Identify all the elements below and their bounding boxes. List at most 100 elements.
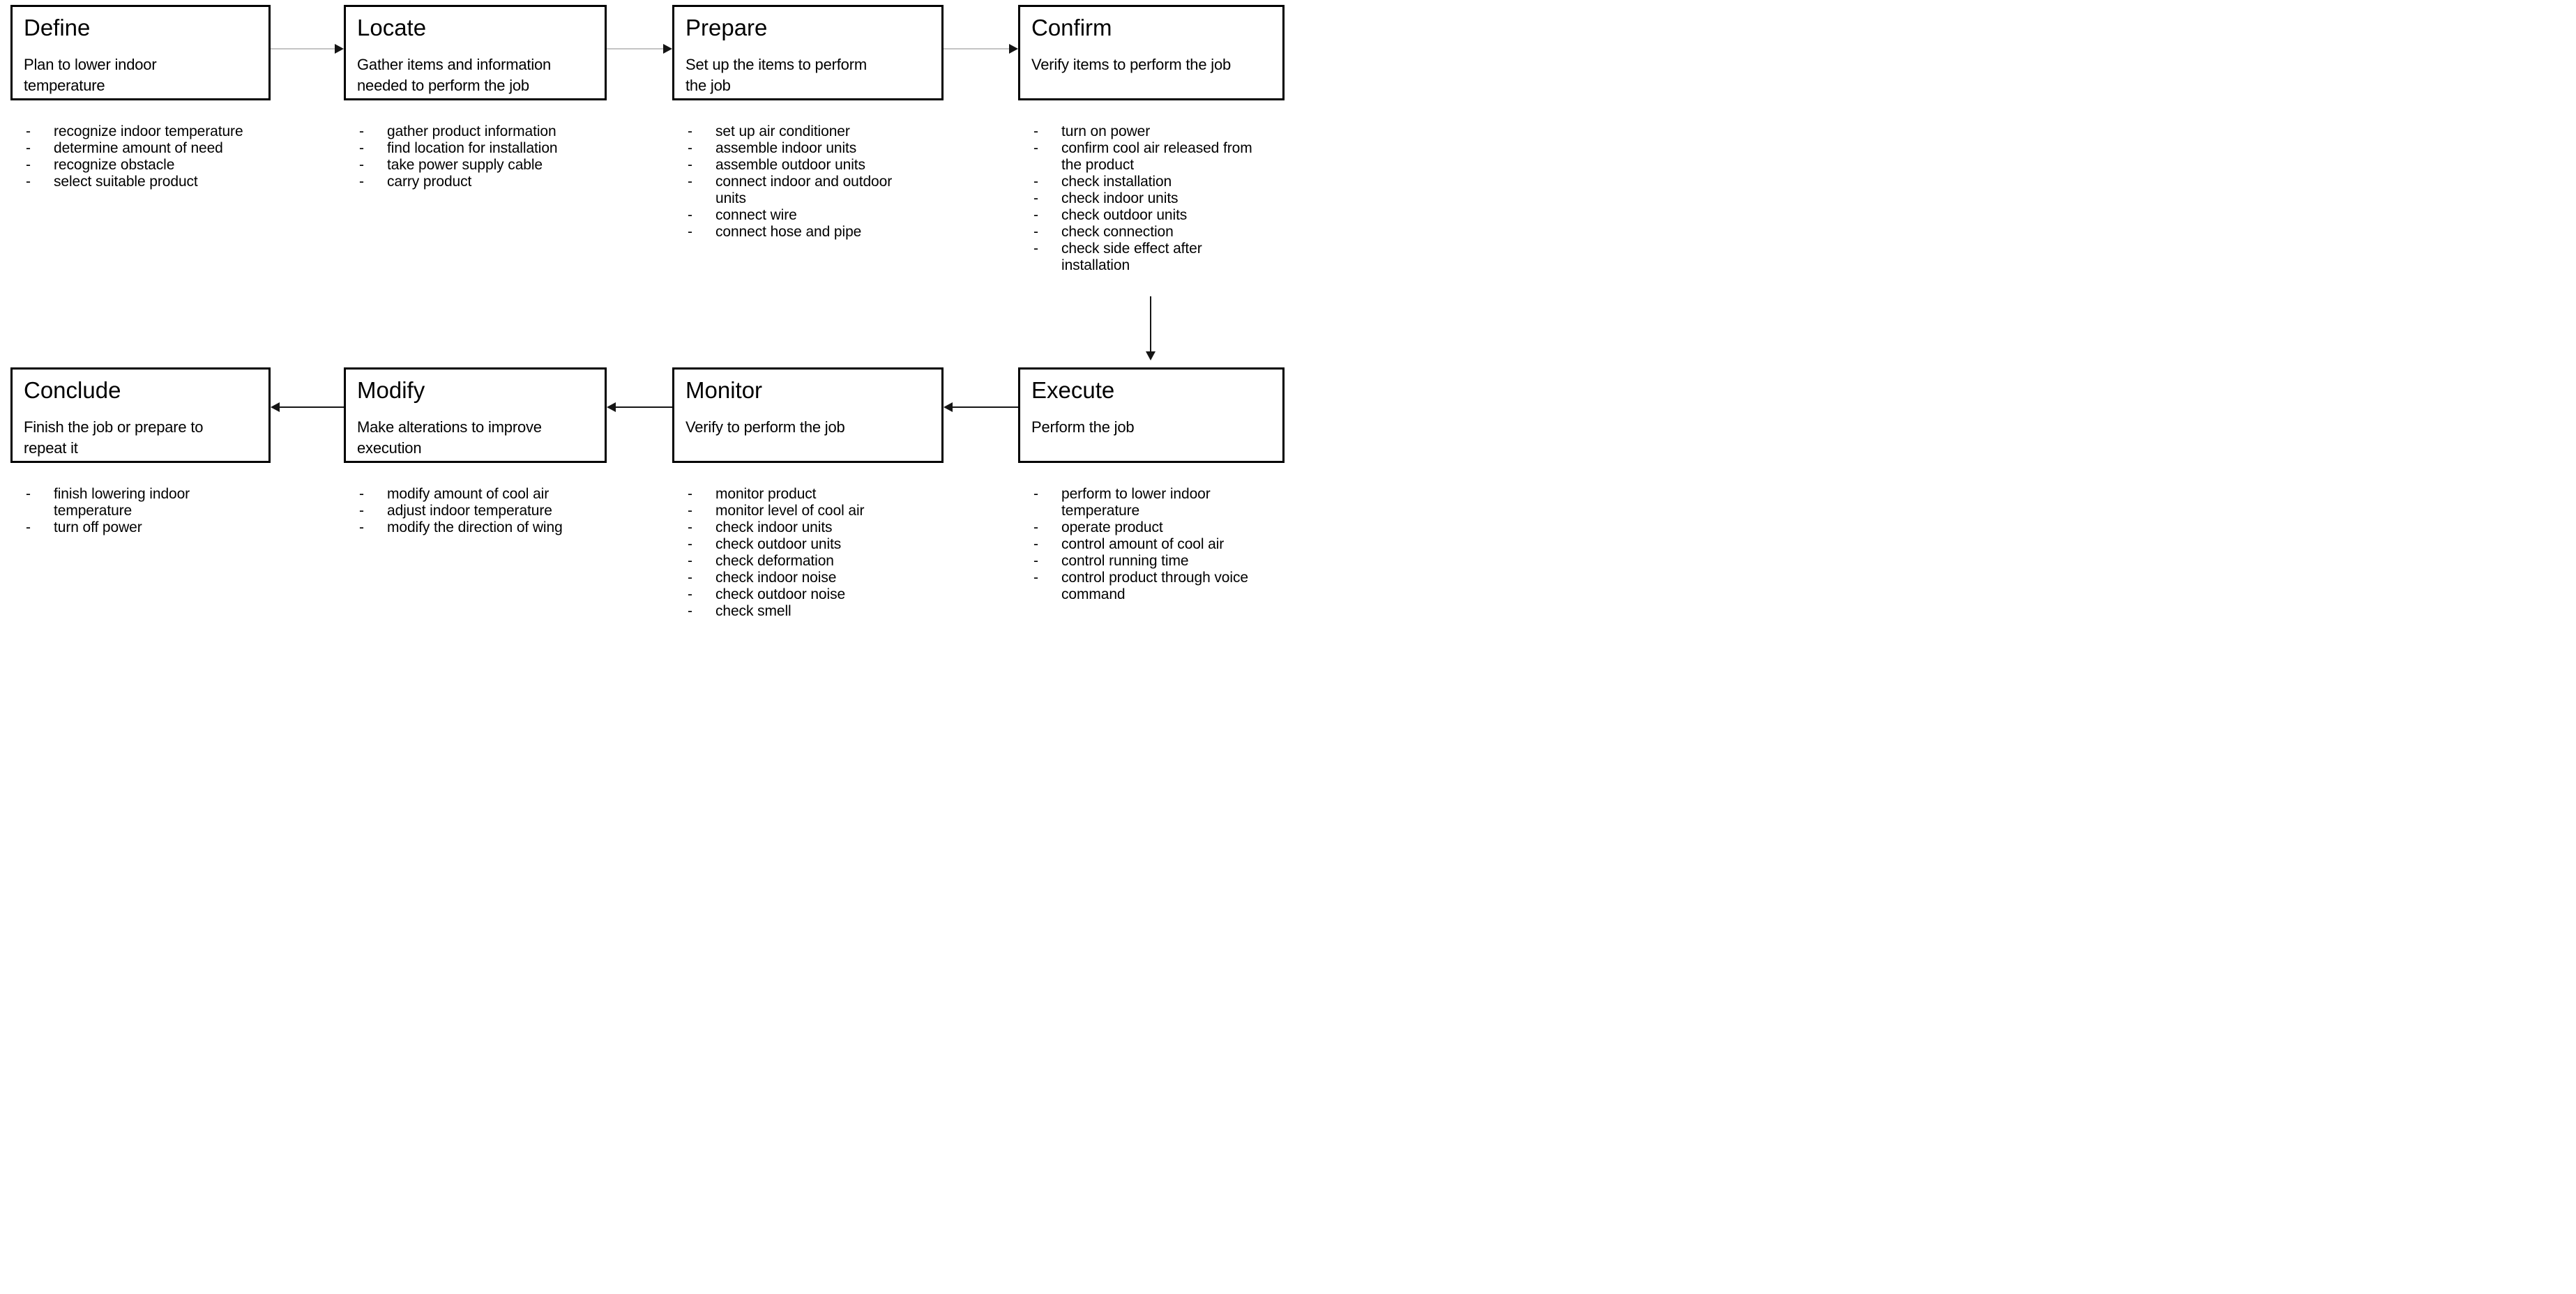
stage-description: Make alterations to improve execution xyxy=(357,418,542,457)
bullet-dash: - xyxy=(26,140,31,156)
bullet-dash: - xyxy=(688,586,692,602)
bullet-dash: - xyxy=(26,519,31,535)
task-item: -modify the direction of wing xyxy=(356,519,607,536)
stage-box-prepare: Prepare Set up the items to perform the … xyxy=(672,5,944,100)
stage-title: Define xyxy=(24,15,91,40)
task-text: recognize obstacle xyxy=(54,157,175,173)
arrowhead-left-icon xyxy=(607,402,616,412)
task-text: check smell xyxy=(715,603,791,619)
arrowhead-right-icon xyxy=(663,44,672,54)
arrow-line xyxy=(271,48,338,50)
stage-box-execute: Execute Perform the job xyxy=(1018,367,1285,463)
arrow-define-to-locate xyxy=(271,44,344,54)
task-item: -turn off power xyxy=(23,519,271,536)
stage-box-modify: Modify Make alterations to improve execu… xyxy=(344,367,607,463)
task-item: -adjust indoor temperature xyxy=(356,503,607,519)
task-text: recognize indoor temperature xyxy=(54,123,243,139)
task-text: check outdoor units xyxy=(1061,207,1188,223)
arrow-locate-to-prepare xyxy=(607,44,672,54)
task-item: -set up air conditioner xyxy=(685,123,944,140)
task-item: - monitor level of cool air xyxy=(685,503,944,519)
task-text: modify amount of cool air xyxy=(387,486,550,502)
stage-box-locate: Locate Gather items and information need… xyxy=(344,5,607,100)
task-text: connect indoor and outdoor units xyxy=(715,174,893,206)
task-item: -monitor product xyxy=(685,486,944,503)
task-item: -check smell xyxy=(685,603,944,620)
bullet-dash: - xyxy=(1033,536,1038,552)
task-text: find location for installation xyxy=(387,140,558,156)
stage-task-list: -monitor product-monitor level of cool a… xyxy=(672,486,944,620)
bullet-dash: - xyxy=(1033,486,1038,502)
bullet-dash: - xyxy=(1033,519,1038,535)
stage-description: Verify to perform the job xyxy=(685,418,845,436)
task-item: -finish lowering indoor temperature xyxy=(23,486,271,519)
task-item: -connect hose and pipe xyxy=(685,224,944,241)
arrow-modify-to-conclude xyxy=(271,402,344,412)
task-item: -control running time xyxy=(1031,553,1285,570)
task-item: -check connection xyxy=(1031,224,1285,241)
task-item: -check outdoor units xyxy=(685,536,944,553)
task-item: -carry product xyxy=(356,174,607,190)
arrow-confirm-to-execute xyxy=(1146,296,1156,360)
bullet-dash: - xyxy=(1033,140,1038,156)
bullet-dash: - xyxy=(1033,190,1038,206)
task-item: -check indoor units xyxy=(685,519,944,536)
task-item: -check side effect after installation xyxy=(1031,241,1285,274)
task-item: -confirm cool air released from the prod… xyxy=(1031,140,1285,174)
task-item: -assemble indoor units xyxy=(685,140,944,157)
bullet-dash: - xyxy=(688,207,692,223)
bullet-dash: - xyxy=(1033,123,1038,139)
task-item: - connect wire xyxy=(685,207,944,224)
bullet-dash: - xyxy=(688,553,692,569)
stage-title: Execute xyxy=(1031,377,1115,403)
task-text: control amount of cool air xyxy=(1061,536,1225,552)
task-text: assemble outdoor units xyxy=(715,157,865,173)
arrow-line xyxy=(613,406,672,408)
task-text: adjust indoor temperature xyxy=(387,503,552,519)
task-item: - determine amount of need xyxy=(23,140,271,157)
bullet-dash: - xyxy=(26,486,31,502)
task-text: connect wire xyxy=(715,207,797,223)
arrow-line xyxy=(1150,296,1151,354)
task-text: check outdoor noise xyxy=(715,586,846,602)
arrow-line xyxy=(950,406,1018,408)
task-item: -assemble outdoor units xyxy=(685,157,944,174)
task-text: select suitable product xyxy=(54,174,198,190)
stage-task-list: -set up air conditioner-assemble indoor … xyxy=(672,123,944,241)
stage-description: Verify items to perform the job xyxy=(1031,56,1232,73)
stage-conclude: Conclude Finish the job or prepare to re… xyxy=(10,367,271,536)
stage-box-define: Define Plan to lower indoor temperature xyxy=(10,5,271,100)
task-item: - control amount of cool air xyxy=(1031,536,1285,553)
stage-description: Gather items and information needed to p… xyxy=(357,56,552,94)
bullet-dash: - xyxy=(688,140,692,156)
task-item: - perform to lower indoor temperature xyxy=(1031,486,1285,519)
task-text: take power supply cable xyxy=(387,157,543,173)
arrowhead-right-icon xyxy=(335,44,344,54)
task-text: turn on power xyxy=(1061,123,1151,139)
task-text: operate product xyxy=(1061,519,1163,535)
task-text: set up air conditioner xyxy=(715,123,850,139)
stage-task-list: -gather product information - find locatio… xyxy=(344,123,607,190)
bullet-dash: - xyxy=(1033,174,1038,190)
flowchart-canvas: Define Plan to lower indoor temperature … xyxy=(0,0,1288,647)
task-item: -modify amount of cool air xyxy=(356,486,607,503)
stage-description: Plan to lower indoor temperature xyxy=(24,56,157,94)
task-item: -gather product information xyxy=(356,123,607,140)
bullet-dash: - xyxy=(1033,241,1038,257)
bullet-dash: - xyxy=(359,157,364,173)
task-text: gather product information xyxy=(387,123,556,139)
task-text: check connection xyxy=(1061,224,1174,240)
task-item: - take power supply cable xyxy=(356,157,607,174)
arrow-line xyxy=(607,48,666,50)
task-text: check indoor units xyxy=(1061,190,1179,206)
task-text: determine amount of need xyxy=(54,140,223,156)
stage-confirm: Confirm Verify items to perform the job … xyxy=(1018,5,1285,274)
task-text: perform to lower indoor temperature xyxy=(1061,486,1211,519)
stage-box-monitor: Monitor Verify to perform the job xyxy=(672,367,944,463)
task-item: -recognize indoor temperature xyxy=(23,123,271,140)
task-text: monitor level of cool air xyxy=(715,503,865,519)
bullet-dash: - xyxy=(688,503,692,519)
task-item: - operate product xyxy=(1031,519,1285,536)
stage-define: Define Plan to lower indoor temperature … xyxy=(10,5,271,190)
bullet-dash: - xyxy=(688,519,692,535)
